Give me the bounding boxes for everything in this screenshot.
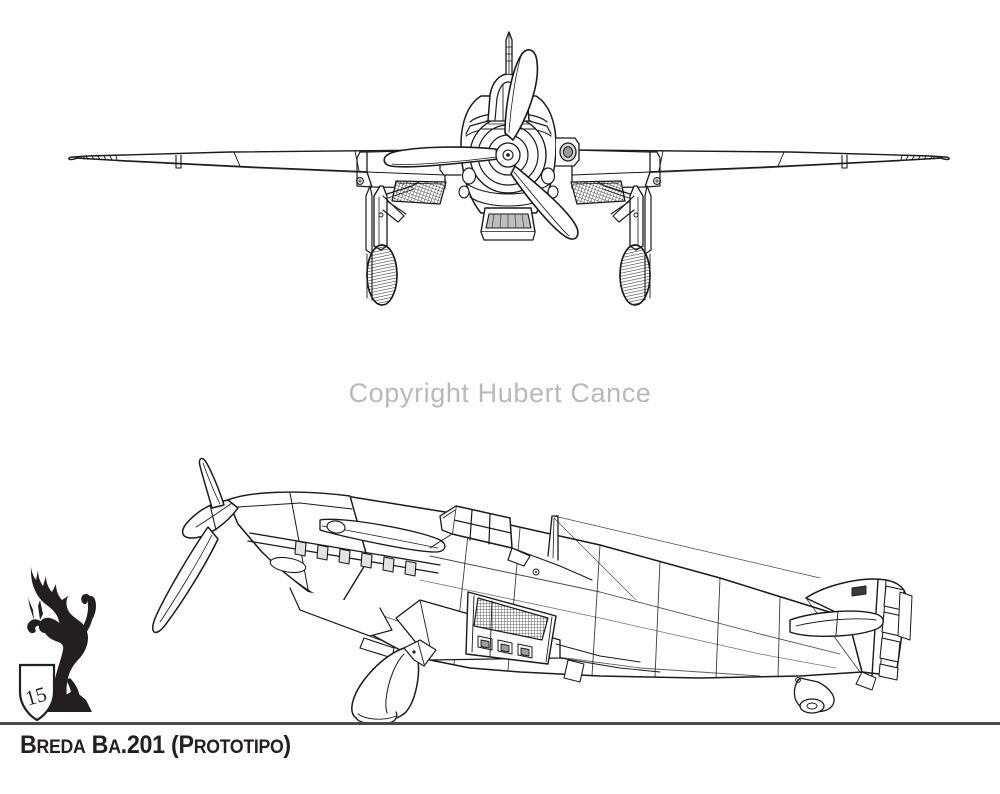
side-view-propeller <box>152 457 239 634</box>
title-ba-rest: A <box>108 737 121 758</box>
side-view-engine-cowling <box>227 491 446 659</box>
front-view-landing-gear <box>365 181 652 306</box>
page-title: BREDA BA.201 (PROTOTIPO) <box>20 731 291 760</box>
front-view-propeller <box>383 49 579 240</box>
title-prototipo-rest: ROTOTIPO <box>193 737 284 758</box>
title-ba-cap: B <box>91 731 109 759</box>
title-paren-close: ) <box>283 731 291 759</box>
title-number: .201 <box>120 731 165 759</box>
side-view-main-gear <box>351 639 437 725</box>
side-view-canopy <box>429 505 593 581</box>
side-view <box>152 457 913 725</box>
side-view-antenna <box>547 515 821 601</box>
title-prototipo-cap: P <box>178 731 194 759</box>
title-paren-open: ( <box>171 731 179 759</box>
side-view-wing-radiator <box>395 591 661 683</box>
rampant-horse-shield-emblem: 15 <box>18 566 96 722</box>
front-view-fuselage <box>439 31 580 241</box>
title-breda-rest: REDA <box>36 737 86 758</box>
baseline-rule <box>0 722 1000 725</box>
side-view-tail <box>789 578 913 714</box>
front-view <box>68 31 950 306</box>
title-breda-cap: B <box>20 731 37 759</box>
